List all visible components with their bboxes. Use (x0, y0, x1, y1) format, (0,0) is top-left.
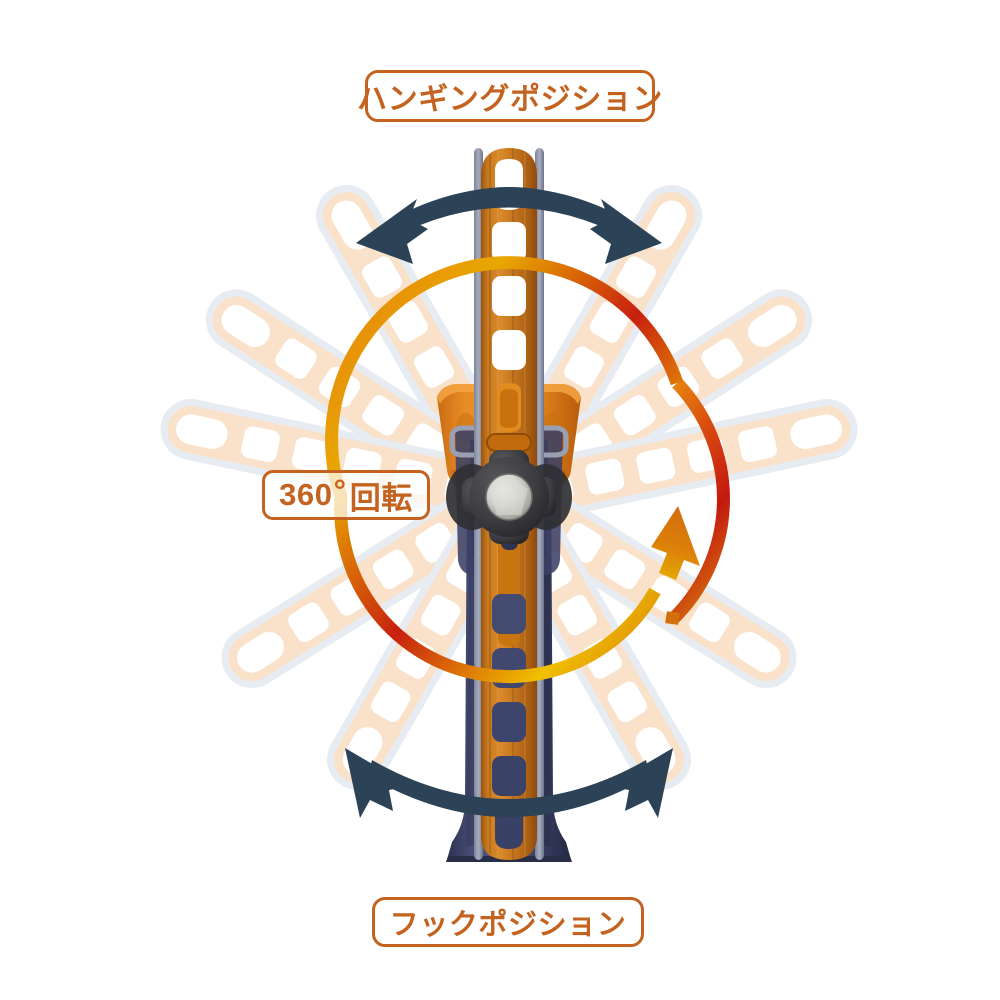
rotation-number: 360 (279, 477, 333, 512)
product-bracket-band (449, 425, 569, 458)
label-360-rotation: 360°回転 (262, 470, 430, 520)
product-pivot-knob (446, 450, 572, 544)
arc-arrow-top (356, 187, 662, 264)
label-hanging-position: ハンギングポジション (357, 70, 662, 122)
arc-arrow-bottom (345, 748, 673, 818)
rotation-ring-arrow (325, 256, 730, 684)
degree-symbol: ° (333, 473, 347, 508)
label-hanging-position-text: ハンギングポジション (357, 83, 663, 116)
label-hook-position-text: フックポジション (389, 909, 627, 941)
label-hook-position: フックポジション (372, 897, 644, 947)
rotation-word: 回転 (349, 480, 413, 516)
